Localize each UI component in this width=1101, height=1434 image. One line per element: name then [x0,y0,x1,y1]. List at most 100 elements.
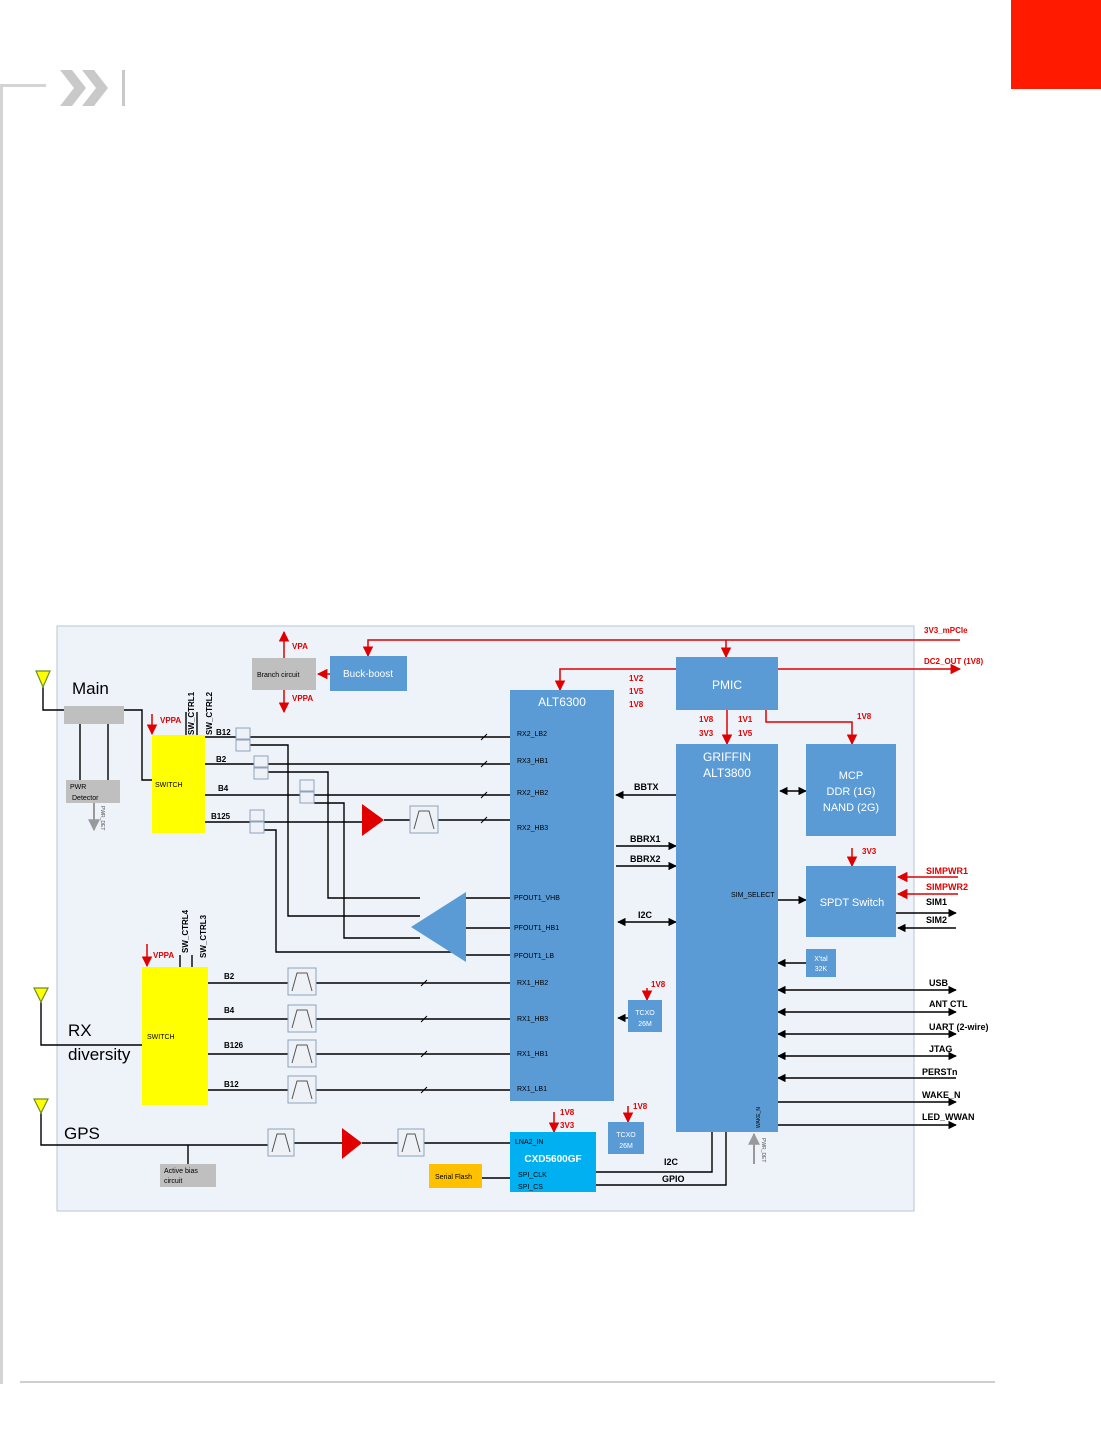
xtal-block [806,949,836,977]
label-vpa-bottom: VPPA [292,694,313,703]
label-sim-select: SIM_SELECT [731,892,775,899]
label-serial-flash: Serial Flash [435,1174,472,1181]
power-labels: 3V3_mPCIe DC2_OUT (1V8) VPA VPPA VPPA VP… [153,626,983,1130]
label-griffin-2: ALT3800 [703,766,751,780]
label-alt6300: ALT6300 [538,695,586,709]
label-buck-boost: Buck-boost [343,669,393,680]
label-pwr-1: PWR [70,784,86,791]
port-4: PFOUT1_VHB [514,895,560,902]
slash-ticks [420,733,488,1094]
page-rule-left [0,84,3,1384]
label-griffin-1v1: 1V1 [738,715,753,724]
label-sim1: SIM1 [926,897,947,907]
cxd-pin-labels: LNA2_IN SPI_CLK SPI_CS [515,1139,547,1191]
label-griffin-1v8: 1V8 [699,715,714,724]
interface-labels: USB ANT CTL UART (2-wire) JTAG PERSTn WA… [922,978,989,1122]
iface-3: JTAG [929,1044,952,1054]
band-main-3: B125 [211,812,231,821]
mcp-block [806,744,896,836]
footer-rule [20,1381,995,1383]
label-lna2-in: LNA2_IN [515,1139,543,1146]
bus-labels: BBTX BBRX1 BBRX2 I2C SIM_SELECT SIM1 SIM… [630,782,947,1184]
label-tcxo-b-2: 26M [619,1143,633,1150]
label-sw-ctrl3: SW_CTRL3 [199,914,208,958]
label-spi-clk: SPI_CLK [518,1172,547,1179]
pwr-detector-block [66,780,120,803]
label-spi-cs: SPI_CS [518,1184,543,1191]
label-switch-div: SWITCH [147,1034,175,1041]
label-cxd-i2c: I2C [664,1157,679,1167]
label-dc2-out: DC2_OUT (1V8) [924,657,983,666]
iface-2: UART (2-wire) [929,1022,989,1032]
label-pmic: PMIC [712,678,742,692]
label-xtal-1: X'tal [814,956,828,963]
iface-1: ANT CTL [929,999,968,1009]
tcxo-b-block [608,1122,644,1154]
band-main-0: B12 [216,728,231,737]
label-cxd-3v3: 3V3 [560,1121,575,1130]
label-simpwr2: SIMPWR2 [926,882,968,892]
iface-6: LED_WWAN [922,1112,975,1122]
antenna-gps-icon [33,1098,49,1115]
active-bias-block [160,1164,216,1187]
label-pwr-det: PWR_DET [99,806,105,830]
iface-4: PERSTn [922,1067,958,1077]
label-pmic-1v5: 1V5 [629,687,644,696]
label-sw-ctrl2: SW_CTRL2 [205,691,214,735]
port-10: RX1_LB1 [517,1086,547,1093]
label-mcp-1: MCP [839,770,863,782]
antenna-div-icon [33,987,49,1004]
label-spdt: SPDT Switch [820,897,885,909]
port-7: RX1_HB2 [517,980,548,987]
label-vppa-div: VPPA [153,951,174,960]
buck-boost-block [330,656,407,691]
switch-div-block [142,967,208,1105]
label-pmic-1v8: 1V8 [629,700,644,709]
label-mcp-3: NAND (2G) [823,802,879,814]
label-sw-ctrl4: SW_CTRL4 [181,909,190,953]
label-switch-main: SWITCH [155,782,183,789]
band-div-1: B4 [224,1006,235,1015]
label-vpa-top: VPA [292,642,308,651]
label-vppa-main: VPPA [160,716,181,725]
rotated-small-labels: PWR_DET WAKE_N PWR_DET [99,806,766,1162]
griffin-block [676,744,778,1132]
port-5: PFOUT1_HB1 [514,925,559,932]
alt6300-port-labels: RX2_LB2 RX3_HB1 RX2_HB2 RX2_HB3 PFOUT1_V… [514,731,560,1093]
band-main-1: B2 [216,755,227,764]
power-wiring [141,630,962,1134]
filter-glyphs [271,810,435,1153]
spdt-switch-block [806,866,896,937]
label-mcp-2: DDR (1G) [827,786,876,798]
label-griffin-3v3: 3V3 [699,729,714,738]
label-active-bias-1: Active bias [164,1168,198,1175]
port-8: RX1_HB3 [517,1016,548,1023]
serial-flash-block [429,1164,482,1188]
block-labels: ALT6300 PMIC GRIFFIN ALT3800 MCP DDR (1G… [343,669,884,1165]
label-main: Main [72,679,109,698]
port-1: RX3_HB1 [517,758,548,765]
iface-5: WAKE_N [922,1090,961,1100]
label-bbtx: BBTX [634,782,659,792]
port-2: RX2_HB2 [517,790,548,797]
label-xtal-2: 32K [815,966,828,973]
label-tcxo-a-1: TCXO [635,1010,655,1017]
label-tcxo-a-2: 26M [638,1021,652,1028]
label-mcp-1v8: 1V8 [857,712,872,721]
corner-red-tab [1011,0,1101,89]
tcxo-a-block [628,1000,662,1032]
label-branch-circuit: Branch circuit [257,672,299,679]
label-diversity: diversity [68,1045,131,1064]
bus-arrows [615,786,957,1130]
gray-arrows [88,803,760,1164]
label-tcxo-b-1: TCXO [616,1132,636,1139]
label-tcxo-a-1v8: 1V8 [651,980,666,989]
label-simpwr1: SIMPWR1 [926,866,968,876]
label-griffin-1: GRIFFIN [703,750,751,764]
chevron-logo-icon [60,70,125,106]
lna-gps-icon [342,1128,362,1159]
label-gps: GPS [64,1124,100,1143]
band-labels-main: B12 B2 B4 B125 [211,728,231,821]
band-main-2: B4 [218,784,229,793]
